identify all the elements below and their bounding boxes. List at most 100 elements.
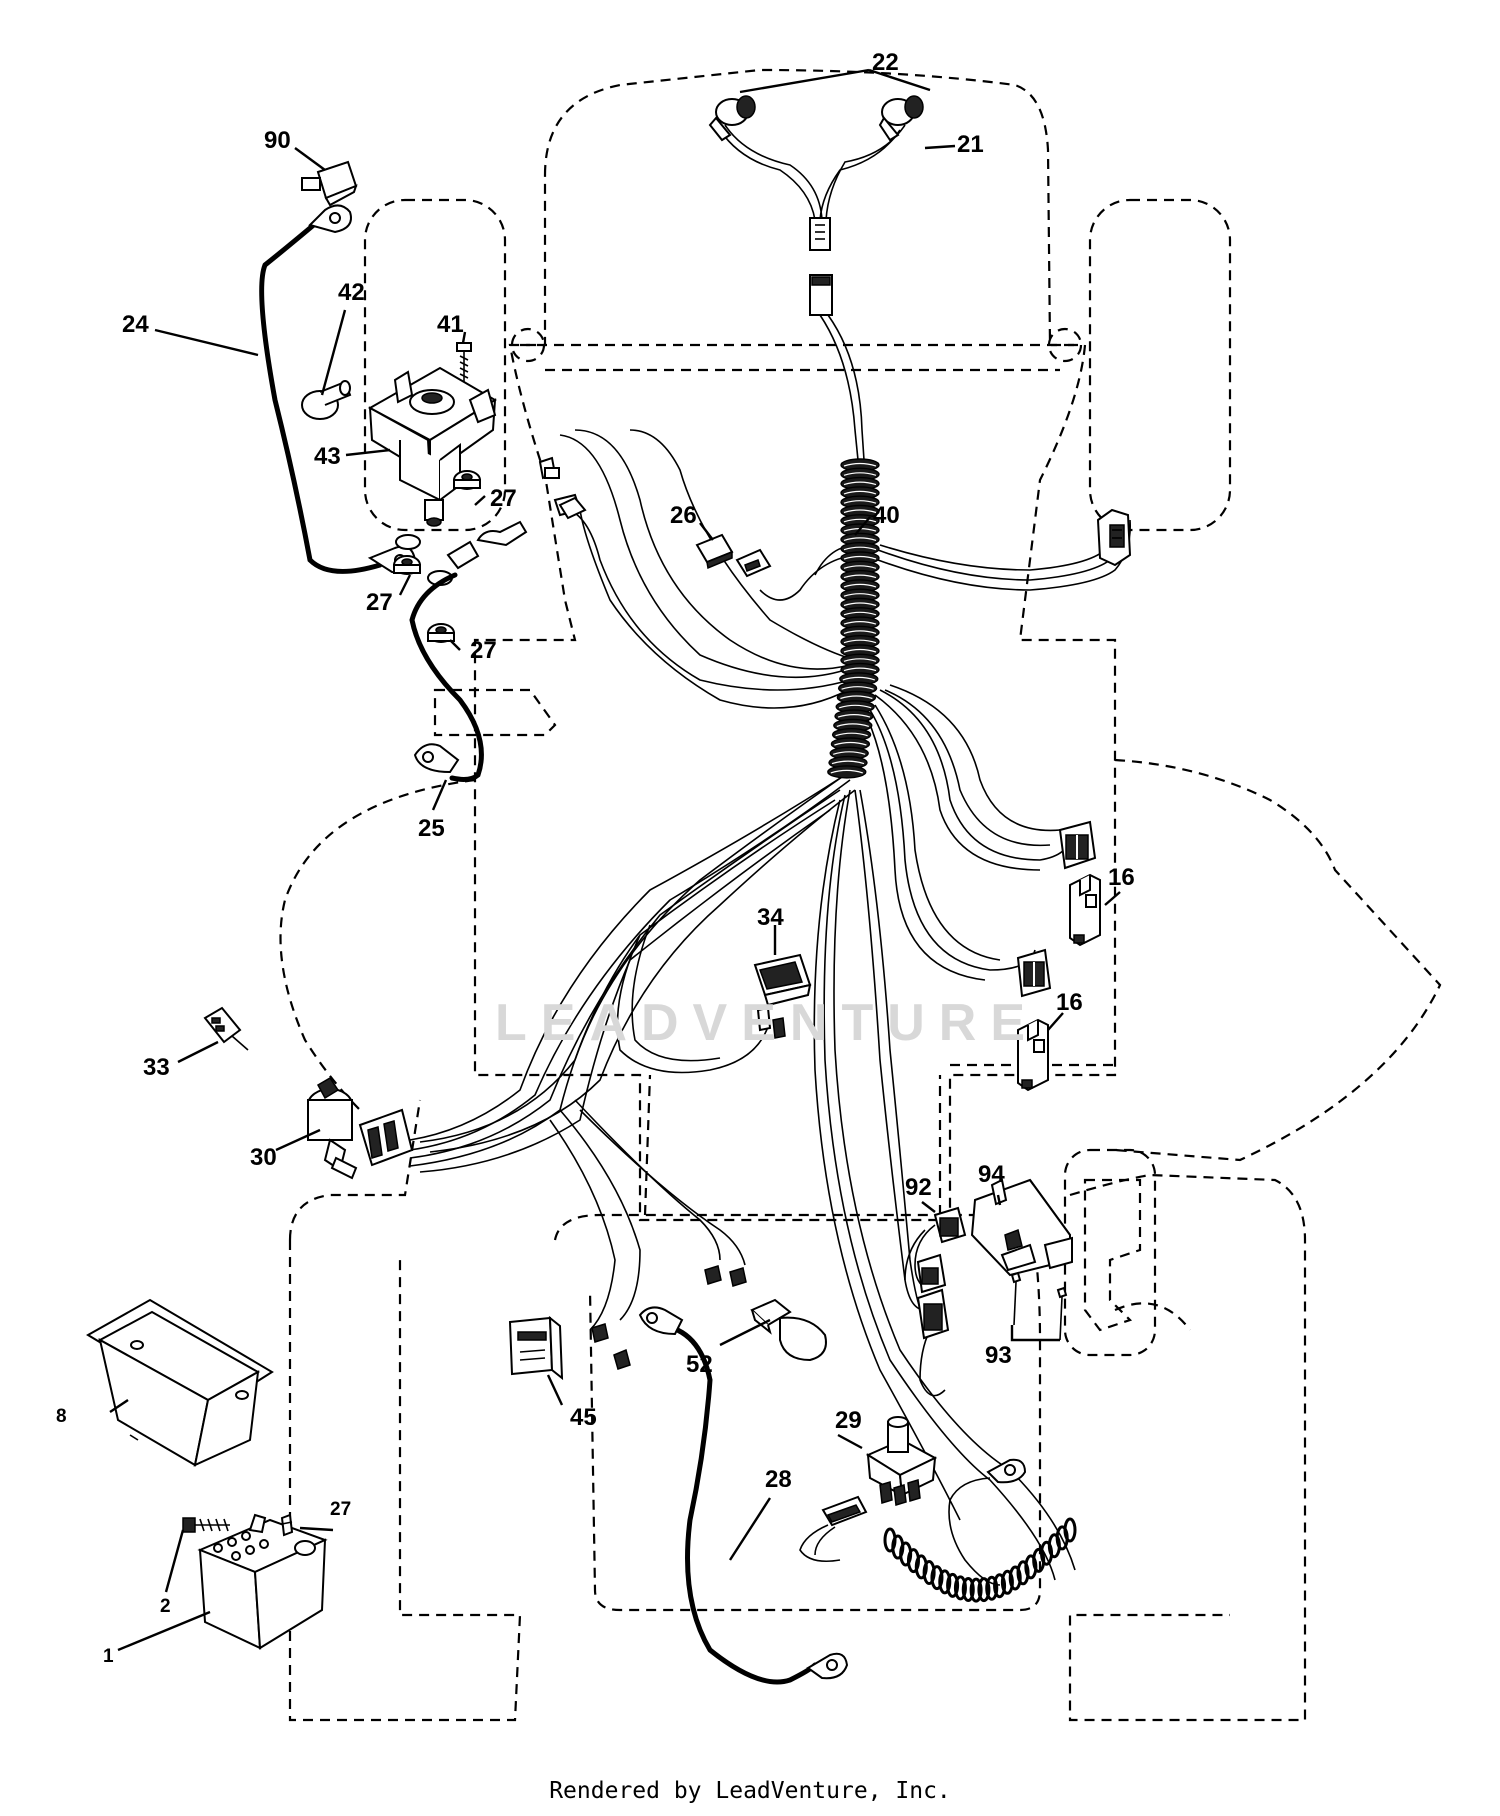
lock-washer-27a	[453, 470, 481, 490]
harness-coil-highlight	[831, 760, 865, 765]
harness-coil-highlight	[839, 704, 872, 709]
interlock-module-94	[970, 1178, 1073, 1277]
callout-94: 94	[978, 1161, 1005, 1188]
harness-coil-highlight	[843, 462, 877, 467]
callout-28: 28	[765, 1466, 792, 1493]
coil-cord-loop	[961, 1577, 975, 1603]
coil-cord-loop	[922, 1560, 936, 1586]
callout-45: 45	[570, 1404, 597, 1431]
harness-coil-highlight	[843, 602, 877, 607]
callout-8: 8	[56, 1406, 67, 1427]
callout-25: 25	[418, 815, 445, 842]
battery-cell-caps	[213, 1531, 269, 1561]
solenoid-wire-connectors	[538, 456, 587, 520]
callout-52: 52	[686, 1351, 713, 1378]
seat-switch-connector	[1096, 508, 1132, 567]
coil-cord-loop	[953, 1575, 967, 1601]
leader-lines	[109, 68, 1121, 1652]
hour-meter-connectors	[591, 1265, 747, 1370]
coil-cord-loop	[1008, 1565, 1022, 1591]
pto-coil-cord	[883, 1517, 1077, 1603]
callout-27d: 27	[330, 1499, 351, 1520]
harness-coil-highlight	[843, 593, 877, 597]
callout-16a: 16	[1108, 864, 1135, 891]
battery-nut-27	[280, 1513, 294, 1537]
harness-coil-highlight	[843, 481, 877, 486]
callout-22: 22	[872, 49, 899, 76]
harness-coil-highlight	[841, 686, 874, 690]
solenoid-cable-25	[409, 520, 528, 782]
ignition-key-33	[203, 1006, 249, 1051]
watermark: LEADVENTURE	[495, 994, 1039, 1052]
battery-bolt-2	[182, 1517, 230, 1533]
safety-switch-16b	[1017, 1018, 1049, 1092]
harness-coil-highlight	[842, 676, 875, 681]
connector-92	[916, 1206, 967, 1340]
harness-coil-highlight	[843, 509, 877, 514]
harness-coil-highlight	[834, 741, 867, 746]
harness-wires	[409, 314, 1132, 1581]
starter-solenoid-43	[367, 366, 497, 527]
callout-92: 92	[905, 1174, 932, 1201]
callout-90: 90	[264, 127, 291, 154]
harness-coil-highlight	[840, 695, 873, 700]
harness-coil-highlight	[843, 574, 877, 579]
harness-coil-highlight	[843, 611, 877, 616]
callout-43: 43	[314, 443, 341, 470]
ignition-switch-30	[307, 1076, 414, 1180]
callout-16b: 16	[1056, 989, 1083, 1016]
headlight-harness-21	[719, 124, 906, 316]
harness-coil-highlight	[843, 490, 877, 495]
coil-cord-loop	[930, 1565, 944, 1591]
harness-coil-highlight	[843, 639, 877, 644]
callout-27a: 27	[490, 485, 517, 512]
harness-coil-highlight	[843, 546, 877, 551]
rocker-switch-34	[753, 953, 812, 1039]
callout-40: 40	[873, 502, 900, 529]
hour-meter-45	[508, 1315, 564, 1381]
fuse-holder-26	[695, 533, 772, 578]
callout-21: 21	[957, 131, 984, 158]
safety-switch-16a	[1069, 873, 1101, 947]
headlight-bulb-right-22	[878, 95, 924, 142]
callout-42: 42	[338, 279, 365, 306]
harness-coil-highlight	[843, 630, 877, 634]
callout-30: 30	[250, 1144, 277, 1171]
callout-93: 93	[985, 1342, 1012, 1369]
coil-cord-loop	[969, 1577, 983, 1603]
lock-washer-27b	[393, 555, 421, 575]
harness-coil-highlight	[837, 714, 871, 718]
callout-27b: 27	[366, 589, 393, 616]
harness-coil-highlight	[835, 732, 868, 737]
coil-cord-loop	[938, 1569, 952, 1595]
battery-1	[197, 1513, 328, 1650]
harness-coil-highlight	[830, 769, 863, 774]
coil-cord-loop	[993, 1573, 1007, 1599]
coil-cord-loop	[985, 1575, 999, 1601]
callout-33: 33	[143, 1054, 170, 1081]
callout-24: 24	[122, 311, 149, 338]
battery-box-8	[86, 1298, 274, 1467]
pto-switch-29	[865, 1416, 938, 1506]
coil-cord-loop	[946, 1572, 960, 1598]
ground-cable-28	[638, 1306, 849, 1685]
mounting-screws-93	[1010, 1271, 1068, 1341]
harness-coil-highlight	[843, 565, 877, 569]
harness-coil-highlight	[843, 555, 877, 560]
callouts: 22 21 90 24 42 41 43 27 27 27 25 26 40 1…	[56, 49, 1135, 1667]
harness-coil-highlight	[843, 518, 877, 523]
callout-1: 1	[103, 1646, 114, 1667]
harness-coil-highlight	[843, 500, 877, 504]
coil-cord-loop	[1000, 1569, 1014, 1595]
callout-41: 41	[437, 311, 464, 338]
harness-coil-highlight	[843, 621, 877, 625]
pto-ground-terminal	[948, 1458, 1027, 1586]
callout-29: 29	[835, 1407, 862, 1434]
switch-connector-upper	[1058, 820, 1097, 870]
harness-coil-highlight	[843, 667, 877, 672]
render-credit: Rendered by LeadVenture, Inc.	[549, 1778, 951, 1804]
callout-26: 26	[670, 502, 697, 529]
coil-cord-loop	[1063, 1517, 1077, 1543]
callout-27c: 27	[470, 637, 497, 664]
